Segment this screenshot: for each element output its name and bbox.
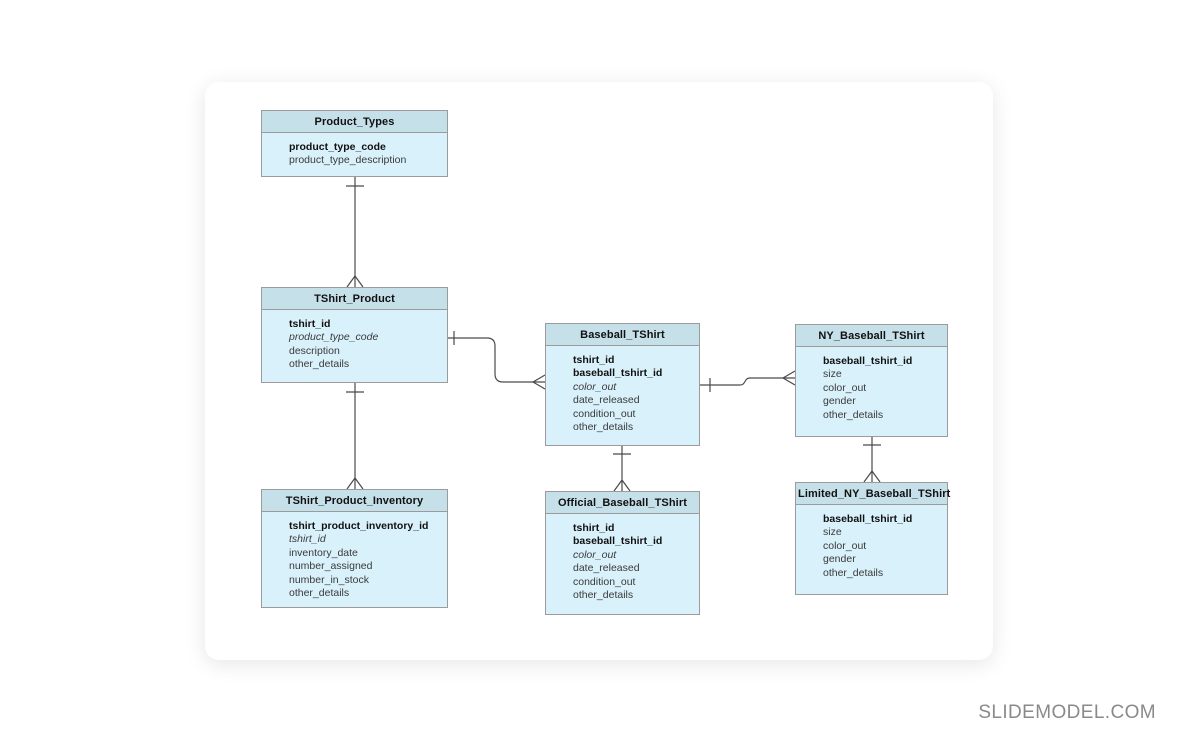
entity-field: size [823,526,842,539]
entity-field: tshirt_id [289,533,326,546]
entity-field: size [823,368,842,381]
entity-title: TShirt_Product [262,288,447,310]
entity-field: gender [823,395,856,408]
entity-field: tshirt_id [573,522,615,534]
entity-field: other_details [289,358,350,371]
entity-field: number_in_stock [289,573,369,586]
entity-field: date_released [573,394,640,407]
entity-field: color_out [573,548,617,561]
entity-field: baseball_tshirt_id [573,535,663,548]
entity-field: color_out [823,381,867,394]
entity-title: Product_Types [262,111,447,133]
entity-field: baseball_tshirt_id [823,355,913,367]
entity-title: Official_Baseball_TShirt [546,492,699,514]
entity-field: date_released [573,562,640,575]
entity-field: product_type_code [289,331,379,344]
entity-field: tshirt_id [289,318,331,330]
entity-field: gender [823,553,856,566]
watermark: SLIDEMODEL.COM [978,702,1156,723]
entity-field: tshirt_id [573,354,615,366]
entity-field: other_details [823,566,884,579]
entity-field: color_out [573,380,617,393]
entity-field: product_type_description [289,154,407,167]
entity-field: product_type_code [289,141,386,153]
entity-title: Baseball_TShirt [546,324,699,346]
entity-field: condition_out [573,407,636,420]
entity-field: other_details [823,408,884,421]
entity-field: other_details [573,589,634,602]
entity-field: baseball_tshirt_id [573,367,663,380]
entity-title: TShirt_Product_Inventory [262,490,447,512]
entity-field: number_assigned [289,560,373,573]
entity-field: color_out [823,539,867,552]
entity-field: tshirt_product_inventory_id [289,520,429,532]
entity-field: description [289,344,340,357]
entity-title: Limited_NY_Baseball_TShirt [796,483,950,505]
entity-title: NY_Baseball_TShirt [796,325,947,347]
entity-field: baseball_tshirt_id [823,513,913,525]
entity-field: inventory_date [289,546,358,559]
entity-field: other_details [573,421,634,434]
entity-field: condition_out [573,575,636,588]
entity-field: other_details [289,587,350,600]
